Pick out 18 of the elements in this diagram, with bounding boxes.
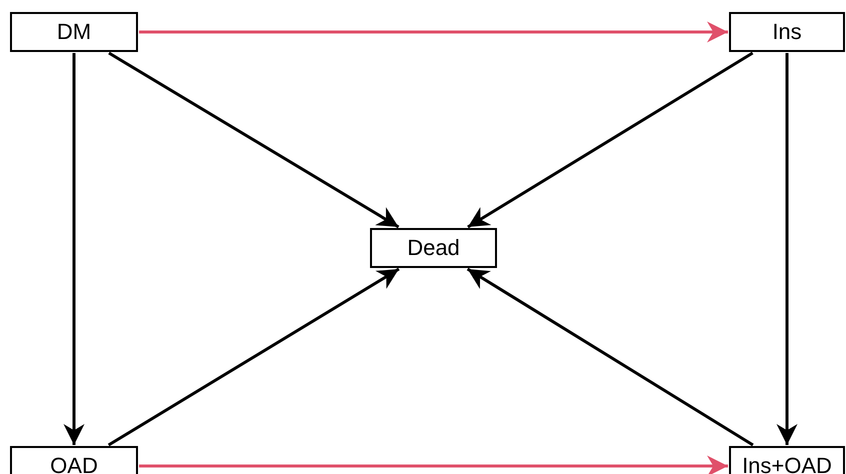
state-label: Ins: [772, 18, 802, 46]
state-label: OAD: [50, 452, 98, 474]
state-box: [370, 228, 497, 268]
arrow: [467, 52, 754, 228]
state-box: [10, 446, 138, 474]
state-label: DM: [56, 18, 92, 46]
arrow: [139, 22, 728, 42]
arrow: [139, 456, 728, 474]
state-label: Ins+OAD: [742, 452, 832, 474]
state-label: Dead: [407, 234, 460, 262]
state-box: [10, 12, 138, 52]
arrow: [108, 268, 400, 446]
state-box: [729, 12, 845, 52]
arrow: [64, 53, 84, 445]
arrow: [466, 268, 754, 446]
arrow: [776, 53, 798, 445]
state-box: [729, 446, 845, 474]
arrow: [108, 52, 400, 228]
